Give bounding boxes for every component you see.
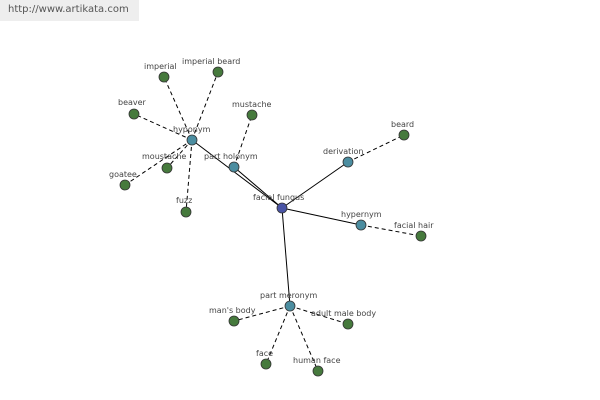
label-imperial: imperial xyxy=(144,62,177,71)
label-mans-body: man's body xyxy=(209,306,256,315)
label-beard: beard xyxy=(391,120,414,129)
edge-derivation xyxy=(281,161,349,209)
node-mustache[interactable] xyxy=(246,109,258,121)
node-moustache[interactable] xyxy=(161,162,173,174)
node-hyponym[interactable] xyxy=(186,134,198,146)
graph-edges xyxy=(124,71,422,372)
node-goatee[interactable] xyxy=(119,179,131,191)
edge-face xyxy=(265,305,291,365)
node-derivation[interactable] xyxy=(342,156,354,168)
node-fuzz[interactable] xyxy=(180,206,192,218)
edge-part-meronym xyxy=(281,207,291,307)
source-url-link[interactable]: http://www.artikata.com xyxy=(8,4,129,15)
label-facial-hair: facial hair xyxy=(394,221,434,230)
node-center[interactable] xyxy=(276,202,288,214)
edge-hyponym xyxy=(191,139,283,209)
node-beaver[interactable] xyxy=(128,108,140,120)
edge-part-holonym xyxy=(233,166,283,209)
edge-facial-hair xyxy=(360,224,422,237)
edge-hypernym xyxy=(281,207,362,226)
node-part-holonym[interactable] xyxy=(228,161,240,173)
node-facial-hair[interactable] xyxy=(415,230,427,242)
label-human-face: human face xyxy=(293,356,341,365)
label-mustache: mustache xyxy=(232,100,272,109)
node-part-meronym[interactable] xyxy=(284,300,296,312)
label-part-meronym: part meronym xyxy=(260,291,317,300)
edge-imperial-beard xyxy=(191,71,219,141)
node-hypernym[interactable] xyxy=(355,219,367,231)
label-derivation: derivation xyxy=(323,147,363,156)
edge-adult-male-body xyxy=(289,305,349,325)
edge-beard xyxy=(347,134,405,163)
label-fuzz: fuzz xyxy=(176,196,192,205)
node-beard[interactable] xyxy=(398,129,410,141)
graph-nodes xyxy=(119,66,427,377)
label-face: face xyxy=(256,349,273,358)
label-hyponym: hyponym xyxy=(173,125,211,134)
label-adult-male-body: adult male body xyxy=(311,309,376,318)
edge-beaver xyxy=(133,113,193,141)
label-beaver: beaver xyxy=(118,98,147,107)
node-adult-male-body[interactable] xyxy=(342,318,354,330)
edge-moustache xyxy=(166,139,193,169)
node-human-face[interactable] xyxy=(312,365,324,377)
edge-mans-body xyxy=(233,305,291,322)
label-imperial-beard: imperial beard xyxy=(182,57,240,66)
edge-human-face xyxy=(289,305,319,372)
graph-labels: facial fungus hyponym part holonym derivati… xyxy=(109,57,434,365)
edge-mustache xyxy=(233,114,253,168)
label-hypernym: hypernym xyxy=(341,210,382,219)
node-mans-body[interactable] xyxy=(228,315,240,327)
label-goatee: goatee xyxy=(109,170,137,179)
label-moustache: moustache xyxy=(142,152,186,161)
label-part-holonym: part holonym xyxy=(204,152,258,161)
node-face[interactable] xyxy=(260,358,272,370)
node-imperial[interactable] xyxy=(158,71,170,83)
edge-fuzz xyxy=(185,139,193,213)
node-imperial-beard[interactable] xyxy=(212,66,224,78)
label-center: facial fungus xyxy=(253,193,304,202)
edge-imperial xyxy=(163,76,193,141)
source-url-banner: http://www.artikata.com xyxy=(0,0,139,21)
